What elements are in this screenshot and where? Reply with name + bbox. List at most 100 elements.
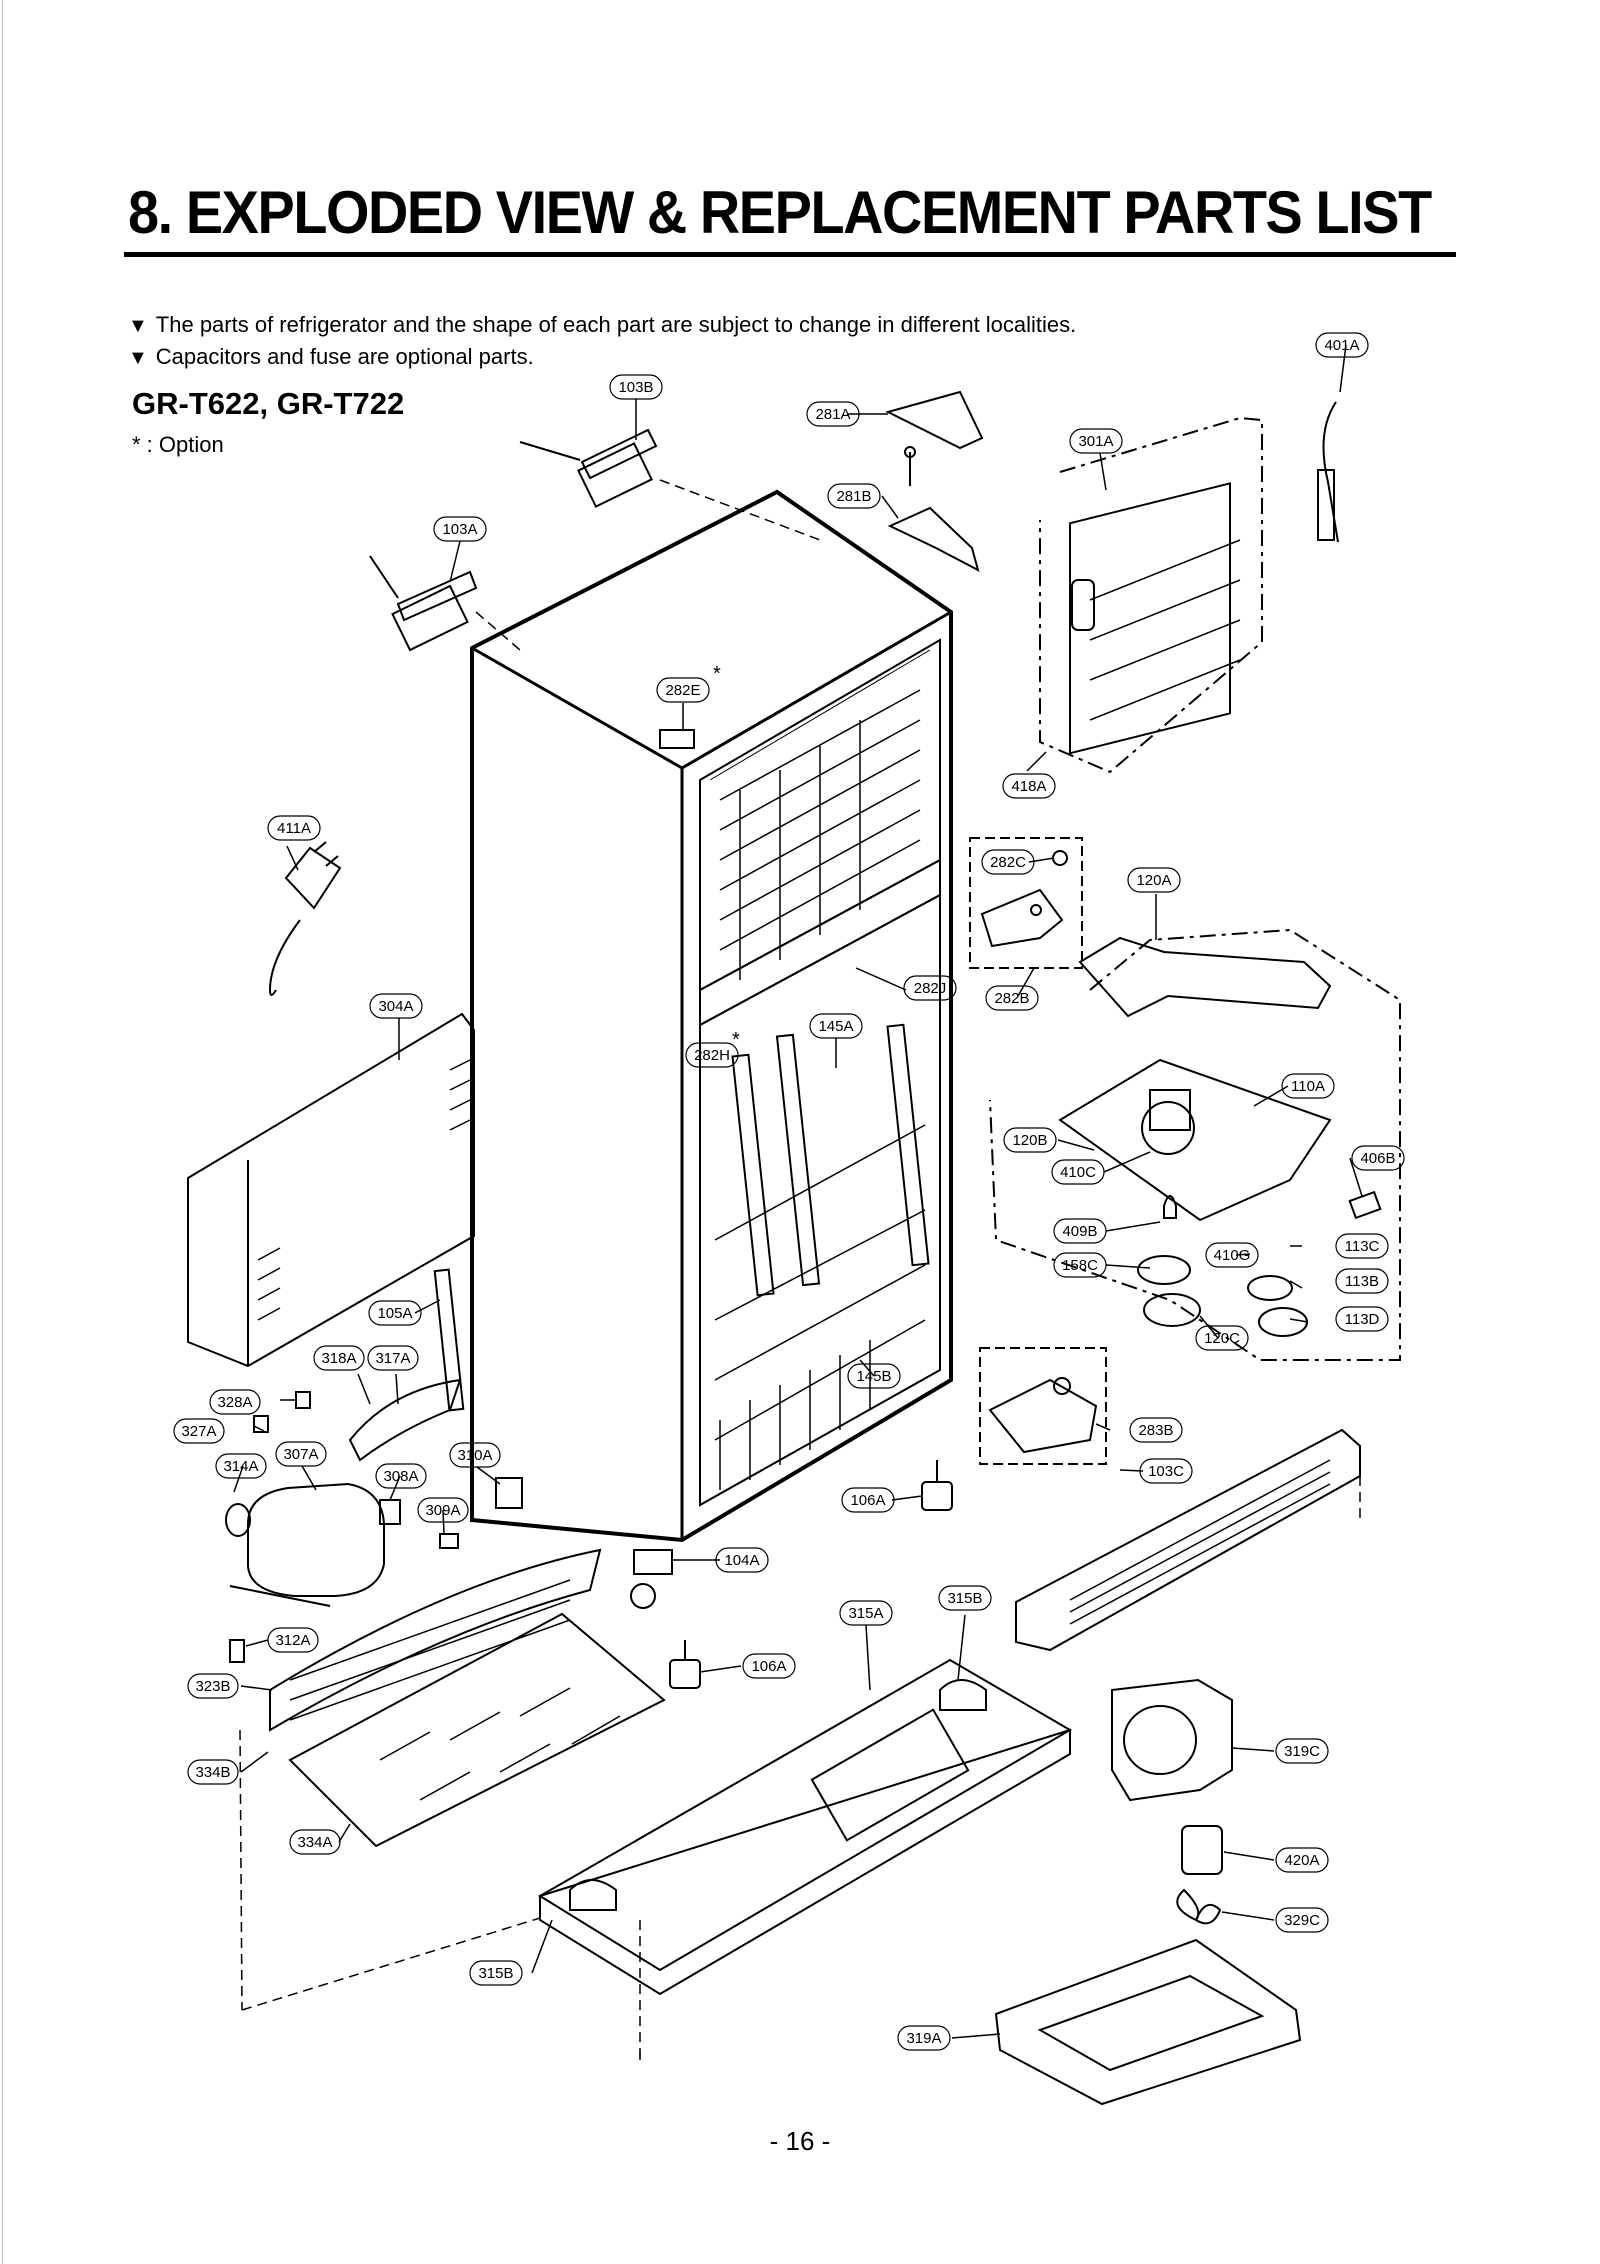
callout-323B: 323B [187,1673,239,1699]
model-heading: GR-T622, GR-T722 [132,386,405,421]
callout-309A: 309A [417,1497,469,1523]
callout-label: 314A [223,1458,258,1475]
callout-label: 282C [990,854,1026,871]
callout-145A: 145A [809,1013,863,1039]
note-text: Capacitors and fuse are optional parts. [155,344,534,369]
option-star-icon: * [732,1029,740,1051]
callout-label: 334B [195,1764,230,1781]
callout-282C: 282C [981,849,1035,875]
callout-label: 103C [1148,1463,1184,1480]
callout-label: 323B [195,1678,230,1695]
callout-334B: 334B [187,1759,239,1785]
callout-301A: 301A [1069,428,1123,454]
title-underline [124,252,1456,257]
callout-label: 120C [1204,1330,1240,1347]
callout-label: 410C [1060,1164,1096,1181]
callout-281A: 281A [806,401,860,427]
callout-282B: 282B [985,985,1039,1011]
callout-label: 315B [478,1965,513,1982]
callout-label: 318A [321,1350,356,1367]
option-star-icon: * [713,663,721,685]
triangle-bullet-icon: ▼ [128,347,148,369]
callout-label: 309A [425,1502,460,1519]
callout-label: 327A [181,1423,216,1440]
callout-105A: 105A [368,1300,422,1326]
callout-label: 103B [618,379,653,396]
callout-label: 110A [1291,1078,1325,1095]
callout-label: 158C [1062,1257,1098,1274]
callout-label: 103A [442,521,477,538]
callout-label: 418A [1011,778,1046,795]
callout-label: 409B [1062,1223,1097,1240]
callout-label: 334A [297,1834,332,1851]
callout-418A: 418A [1002,773,1056,799]
callout-304A: 304A [369,993,423,1019]
callout-label: 319C [1284,1743,1320,1760]
callout-label: 315B [947,1590,982,1607]
callout-label: 120A [1136,872,1171,889]
callout-110A: 110A [1281,1073,1335,1099]
callout-label: 113C [1345,1238,1380,1255]
mid-hinge-drawing [969,837,1083,969]
callout-410C: 410C [1051,1159,1105,1185]
callout-label: 282J [914,980,947,997]
callout-328A: 328A [209,1389,261,1415]
callout-106A-bottom: 106A [742,1653,796,1679]
callout-329C: 329C [1275,1907,1329,1933]
callout-label: 145B [856,1368,891,1385]
callout-283B: 283B [1129,1417,1183,1443]
callout-406B: 406B [1351,1145,1405,1171]
callout-410G: 410G [1205,1242,1259,1268]
callout-334A: 334A [289,1829,341,1855]
hinge-covers-drawing [369,428,821,652]
callout-312A: 312A [267,1627,319,1653]
callout-145B: 145B [847,1363,901,1389]
callout-319A: 319A [897,2025,951,2051]
callout-label: 410G [1214,1247,1251,1264]
callout-103C: 103C [1139,1458,1193,1484]
fan-duct-drawing [989,928,1401,1361]
callout-label: 282B [994,990,1029,1007]
callout-113B: 113B [1335,1268,1389,1294]
callout-label: 310A [457,1447,492,1464]
callout-282E: 282E* [656,663,721,703]
callout-label: 301A [1078,433,1113,450]
callout-labels: 103B 281A 401A 301A 281B 103A 282E* 418A… [173,332,1405,2051]
bottom-cover-drawing [538,1658,1072,2060]
callout-315A: 315A [839,1600,893,1626]
note-localities: ▼ The parts of refrigerator and the shape… [128,312,1076,338]
callout-label: 113D [1345,1311,1380,1328]
callout-103B: 103B [609,374,663,400]
callout-label: 406B [1360,1150,1395,1167]
note-text: The parts of refrigerator and the shape … [155,312,1077,337]
callout-310A: 310A [449,1442,501,1468]
callout-label: 106A [751,1658,786,1675]
callout-label: 281A [815,406,850,423]
drain-hose-drawing [433,1268,465,1412]
callout-label: 281B [836,488,871,505]
callout-103A: 103A [433,516,487,542]
callout-label: 411A [277,820,311,837]
callout-113C: 113C [1335,1233,1389,1259]
condenser-drawing [229,1548,602,1732]
triangle-bullet-icon: ▼ [128,315,148,337]
callout-104A: 104A [715,1547,769,1573]
drain-tray-drawing [994,1938,1302,2106]
fan-shroud-drawing [1111,1678,1233,1802]
callout-label: 329C [1284,1912,1320,1929]
callout-120B: 120B [1003,1127,1057,1153]
callout-319C: 319C [1275,1738,1329,1764]
callout-label: 308A [383,1468,418,1485]
callout-409B: 409B [1053,1218,1107,1244]
callout-label: 113B [1345,1273,1379,1290]
evaporator-drawing [1039,401,1339,774]
callout-282J: 282J [903,975,957,1001]
relay-drawing [253,1378,523,1549]
leveling-legs-drawing [630,1460,953,1689]
callout-411A: 411A [267,815,321,841]
callout-315B-bottom: 315B [469,1960,523,1986]
callout-label: 401A [1324,337,1359,354]
callout-113D: 113D [1335,1306,1389,1332]
page-number: - 16 - [769,2126,831,2156]
